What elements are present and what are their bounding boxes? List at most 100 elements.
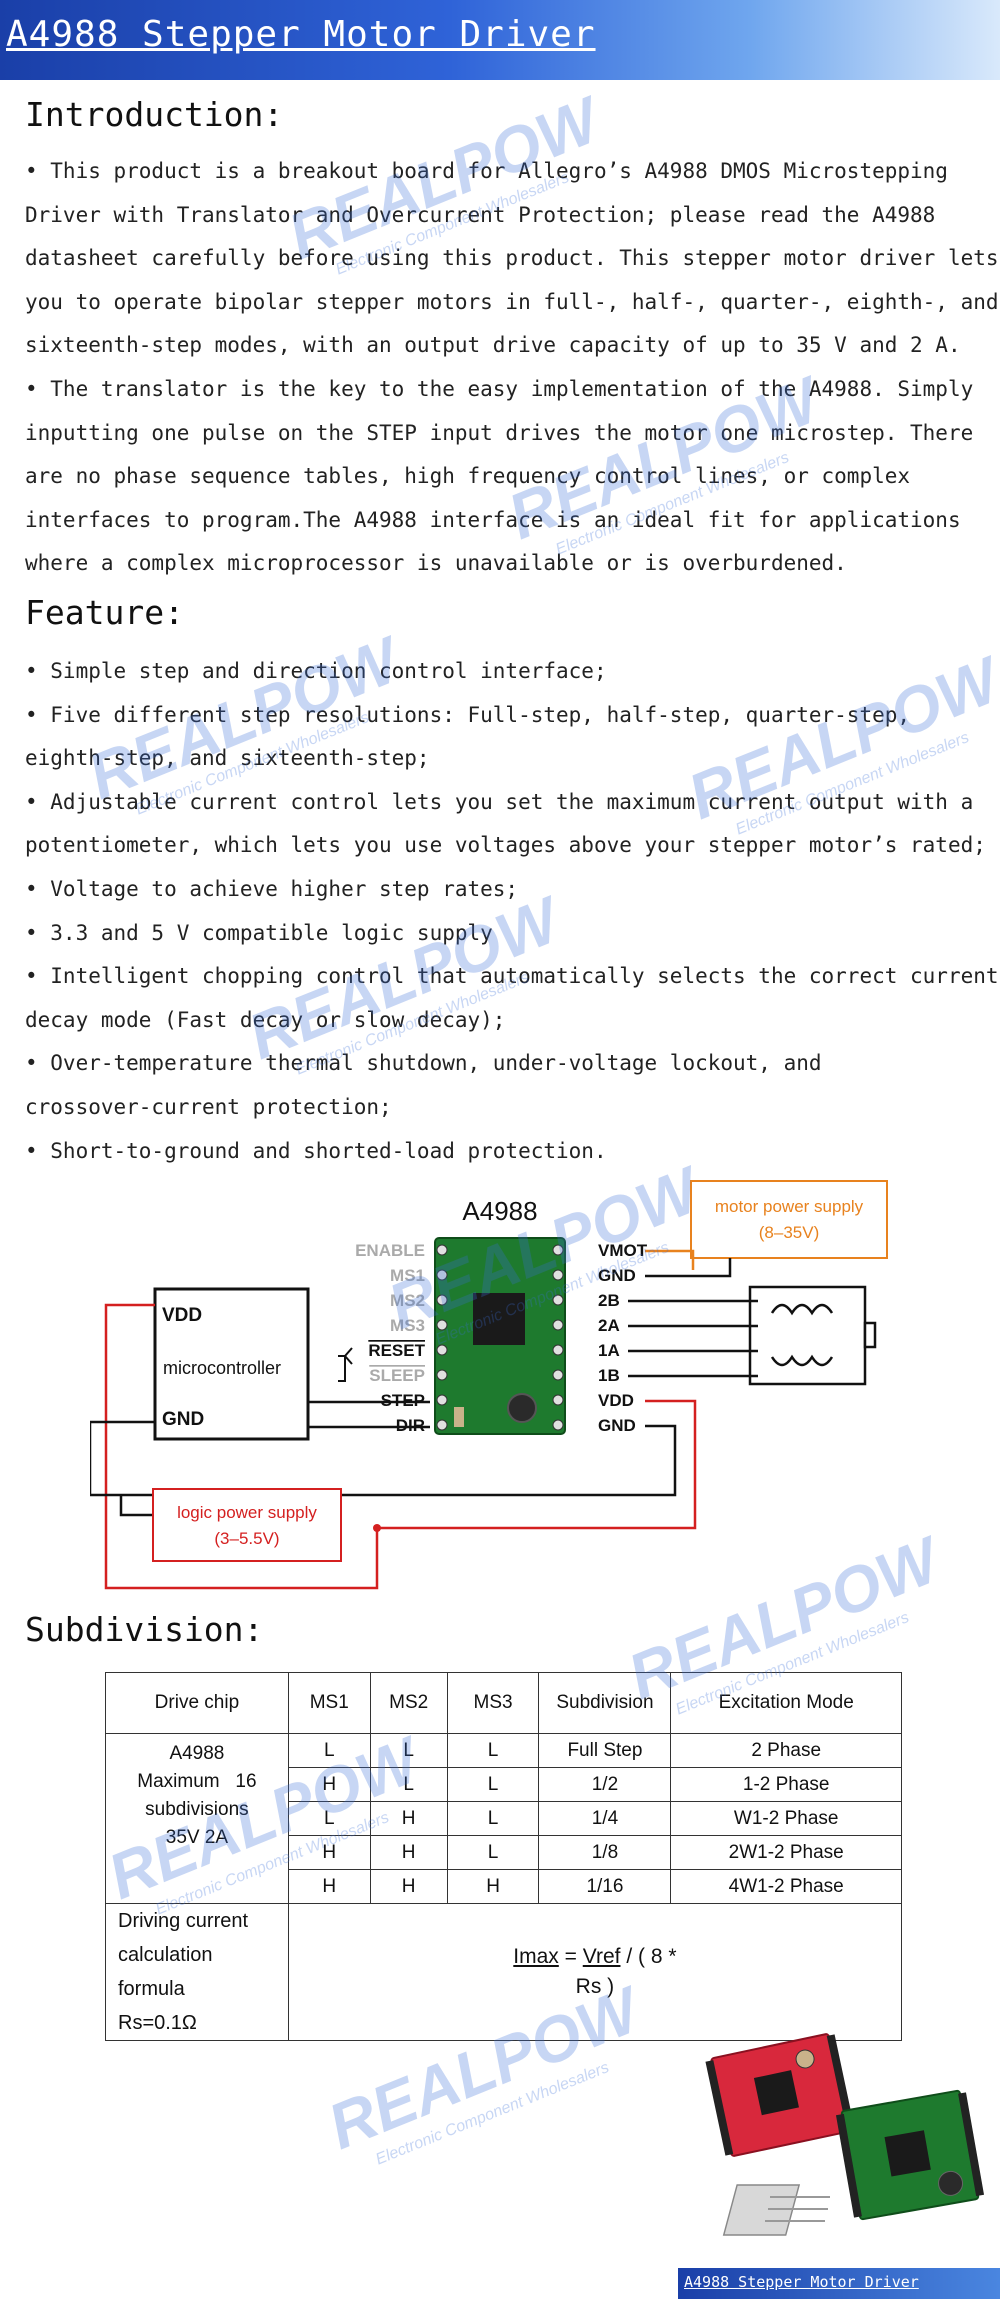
- table-cell: 1/8: [538, 1835, 672, 1870]
- table-cell: L: [369, 1767, 448, 1802]
- feature-line: • Adjustable current control lets you se…: [25, 789, 974, 814]
- subdivision-heading: Subdivision:: [25, 1610, 264, 1649]
- logic-supply-range: (3–5.5V): [214, 1529, 279, 1548]
- vdd-junction: [373, 1524, 381, 1532]
- feature-line: eighth-step, and sixteenth-step;: [25, 746, 430, 771]
- motor-gnd-wire: [645, 1258, 732, 1278]
- motor-coil-top: [770, 1303, 834, 1316]
- formula-label-line: Driving current: [118, 1910, 249, 1932]
- formula-vref: Vref: [582, 1945, 621, 1968]
- table-row: H L L 1/2 1-2 Phase: [106, 1767, 902, 1802]
- supply-gnd-wire: [119, 1495, 155, 1517]
- table-cell: L: [287, 1801, 371, 1836]
- watermark-tagline: Electronic Component Wholesalers: [373, 2059, 611, 2168]
- table-cell: L: [446, 1767, 540, 1802]
- table-row: A4988 Maximum 16 subdivisions 35V 2A L L…: [105, 1733, 902, 1904]
- table-cell: L: [446, 1835, 540, 1870]
- reset-sleep-link: [338, 1355, 346, 1382]
- intro-line: are no phase sequence tables, high frequ…: [25, 464, 911, 489]
- feature-line: • Intelligent chopping control that auto…: [25, 964, 999, 989]
- mcu-vdd-label: VDD: [162, 1305, 202, 1326]
- table-cell: L: [369, 1733, 448, 1768]
- table-cell: 1/2: [538, 1767, 672, 1802]
- feature-line: • Simple step and direction control inte…: [25, 659, 607, 683]
- pin-headers: [436, 1244, 564, 1431]
- table-cell: 1-2 Phase: [670, 1767, 902, 1802]
- chip-line: subdivisions: [145, 1799, 249, 1820]
- motor-supply-range: (8–35V): [759, 1223, 819, 1242]
- formula-row: Driving current calculation formula Rs=0…: [105, 1903, 903, 2041]
- feature-line: • Voltage to achieve higher step rates;: [25, 876, 519, 901]
- feature-line: potentiometer, which lets you use voltag…: [25, 833, 986, 858]
- footer-banner: A4988 Stepper Motor Driver: [678, 2268, 1000, 2299]
- current-formula: Imax = Vref / ( 8 * Rs ): [513, 1942, 676, 2002]
- table-cell: H: [369, 1835, 448, 1870]
- chip-line: 35V 2A: [165, 1827, 229, 1848]
- heatsink: [722, 2184, 830, 2236]
- footer-title: A4988 Stepper Motor Driver: [684, 2273, 919, 2291]
- pin-ms2: MS2: [390, 1291, 425, 1310]
- table-cell: 1/4: [538, 1801, 672, 1836]
- feature-text: • Simple step and direction control inte…: [25, 650, 1000, 1173]
- table-cell: L: [446, 1801, 540, 1836]
- header-subdivision: Subdivision: [538, 1672, 672, 1734]
- pin-gnd-logic: GND: [598, 1416, 636, 1435]
- feature-line: crossover-current protection;: [25, 1094, 392, 1119]
- table-header-row: Drive chip MS1 MS2 MS3 Subdivision Excit…: [105, 1672, 902, 1734]
- pin-gnd-motor: GND: [598, 1266, 636, 1285]
- feature-line: • Over-temperature thermal shutdown, und…: [25, 1051, 822, 1076]
- formula-line2: Rs ): [575, 1975, 615, 1998]
- table-cell: 2W1-2 Phase: [670, 1835, 902, 1870]
- formula-label-line: formula: [118, 1978, 185, 2000]
- introduction-text: • This product is a breakout board for A…: [25, 150, 1000, 586]
- header-ms1: MS1: [287, 1672, 371, 1734]
- table-cell: H: [369, 1801, 448, 1836]
- header-excitation-mode: Excitation Mode: [670, 1672, 902, 1734]
- intro-line: • This product is a breakout board for A…: [25, 159, 948, 183]
- table-cell: Full Step: [538, 1733, 672, 1768]
- subdivision-table: Drive chip MS1 MS2 MS3 Subdivision Excit…: [105, 1672, 903, 2041]
- potentiometer: [454, 1407, 464, 1427]
- feature-line: decay mode (Fast decay or slow decay);: [25, 1007, 506, 1032]
- page-title: A4988 Stepper Motor Driver: [6, 14, 596, 55]
- logic-gnd-wire: [90, 1420, 677, 1497]
- intro-line: interfaces to program.The A4988 interfac…: [25, 507, 961, 532]
- formula-imax: Imax: [513, 1945, 559, 1968]
- wiring-diagram: VDD microcontroller GND A4988 ENABLE MS1…: [90, 1180, 888, 1590]
- chip-label: A4988: [462, 1196, 537, 1226]
- table-cell: W1-2 Phase: [670, 1801, 902, 1836]
- feature-line: • 3.3 and 5 V compatible logic supply: [25, 920, 493, 945]
- table-cell: 4W1-2 Phase: [670, 1869, 902, 1904]
- header-banner: A4988 Stepper Motor Driver: [0, 0, 1000, 80]
- intro-line: Driver with Translator and Overcurrent P…: [25, 202, 936, 227]
- table-cell: 2 Phase: [670, 1733, 902, 1768]
- chip-line: Maximum 16: [137, 1771, 257, 1792]
- a4988-chip: [473, 1293, 525, 1345]
- microcontroller-box: [153, 1287, 310, 1441]
- table-cell: L: [287, 1733, 371, 1768]
- intro-line: where a complex microprocessor is unavai…: [25, 551, 847, 576]
- logic-vdd-wire: [377, 1399, 697, 1530]
- feature-heading: Feature:: [25, 593, 184, 632]
- feature-line: • Five different step resolutions: Full-…: [25, 702, 911, 727]
- table-cell: L: [446, 1733, 540, 1768]
- formula-label-cell: Driving current calculation formula Rs=0…: [105, 1903, 289, 2041]
- pin-step: STEP: [381, 1391, 425, 1410]
- product-photo: [705, 2033, 985, 2236]
- pin-1a: 1A: [598, 1341, 620, 1360]
- drive-chip-cell: A4988 Maximum 16 subdivisions 35V 2A: [105, 1733, 289, 1904]
- motor-power-supply-box: [690, 1180, 888, 1259]
- formula-eq: =: [558, 1945, 583, 1968]
- pin-enable: ENABLE: [355, 1241, 425, 1260]
- header-drive-chip: Drive chip: [105, 1672, 289, 1734]
- pin-vmot: VMOT: [598, 1241, 648, 1260]
- table-cell: H: [369, 1869, 448, 1904]
- pin-ms1: MS1: [390, 1266, 425, 1285]
- motor-supply-label: motor power supply: [715, 1197, 864, 1216]
- pin-2b: 2B: [598, 1291, 620, 1310]
- table-cell: 1/16: [538, 1869, 672, 1904]
- red-driver-board: [705, 2033, 855, 2157]
- formula-label-line: calculation: [118, 1944, 213, 1966]
- table-cell: H: [287, 1835, 371, 1870]
- introduction-heading: Introduction:: [25, 95, 284, 134]
